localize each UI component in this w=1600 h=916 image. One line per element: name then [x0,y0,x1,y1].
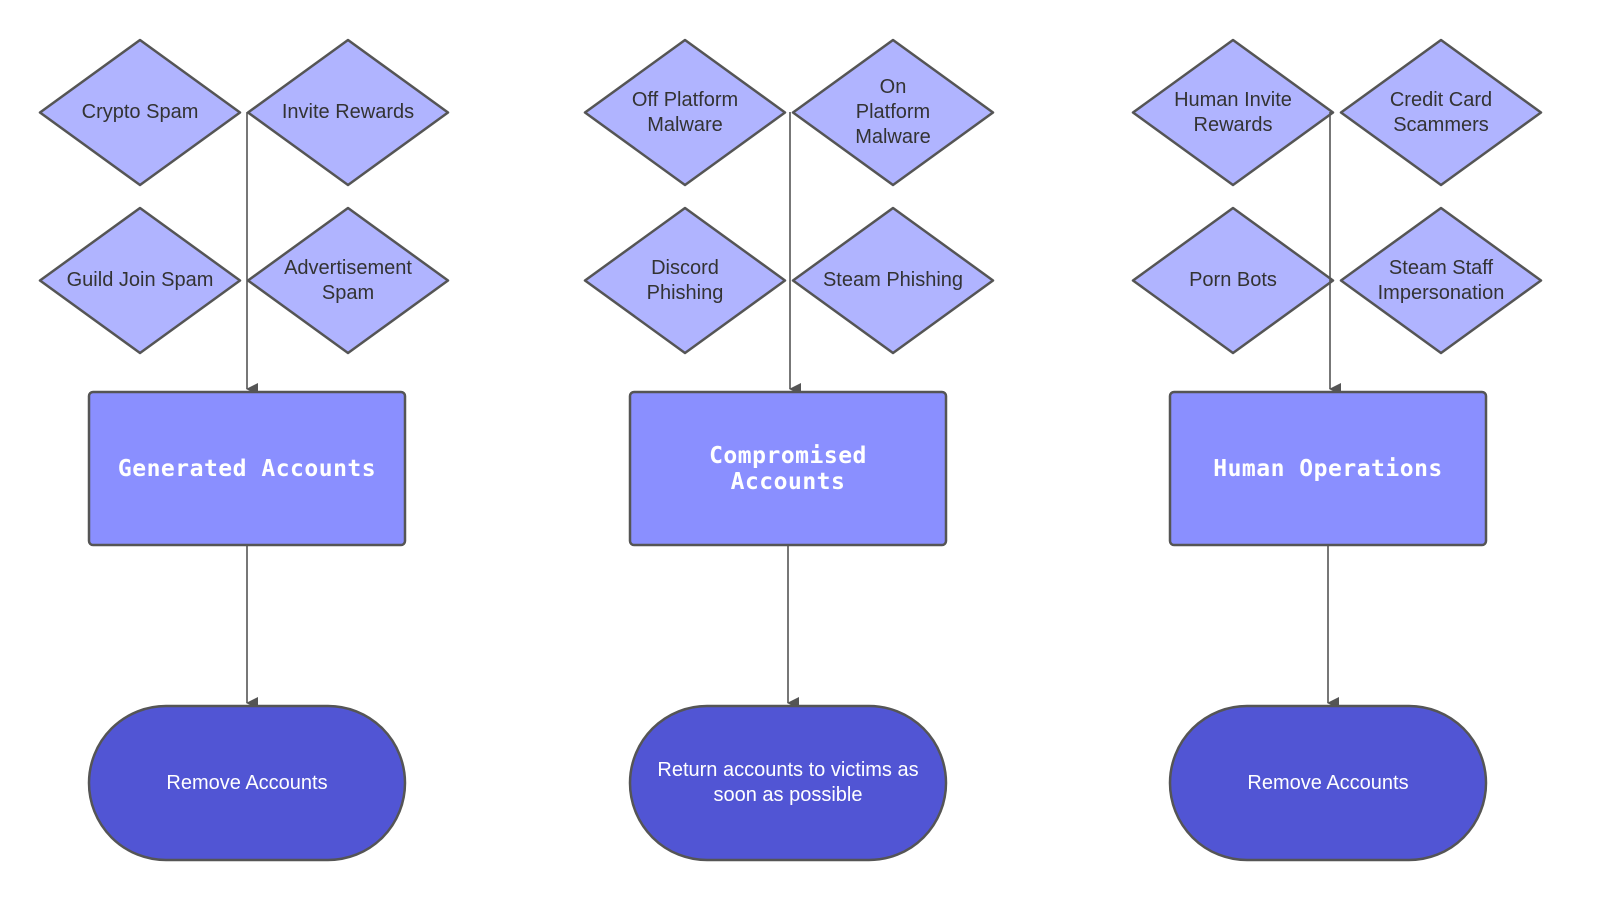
decision-diamond [1339,38,1543,187]
decision-diamond [791,38,995,187]
decision-diamond [246,206,450,355]
category-box [1168,390,1488,547]
action-terminal [87,704,407,862]
action-terminal [1168,704,1488,862]
category-box [628,390,948,547]
category-box [87,390,407,547]
decision-diamond [791,206,995,355]
decision-diamond [38,38,242,187]
decision-diamond [38,206,242,355]
action-terminal [628,704,948,862]
decision-diamond [246,38,450,187]
decision-diamond [1339,206,1543,355]
decision-diamond [583,206,787,355]
decision-diamond [583,38,787,187]
decision-diamond [1131,206,1335,355]
decision-diamond [1131,38,1335,187]
